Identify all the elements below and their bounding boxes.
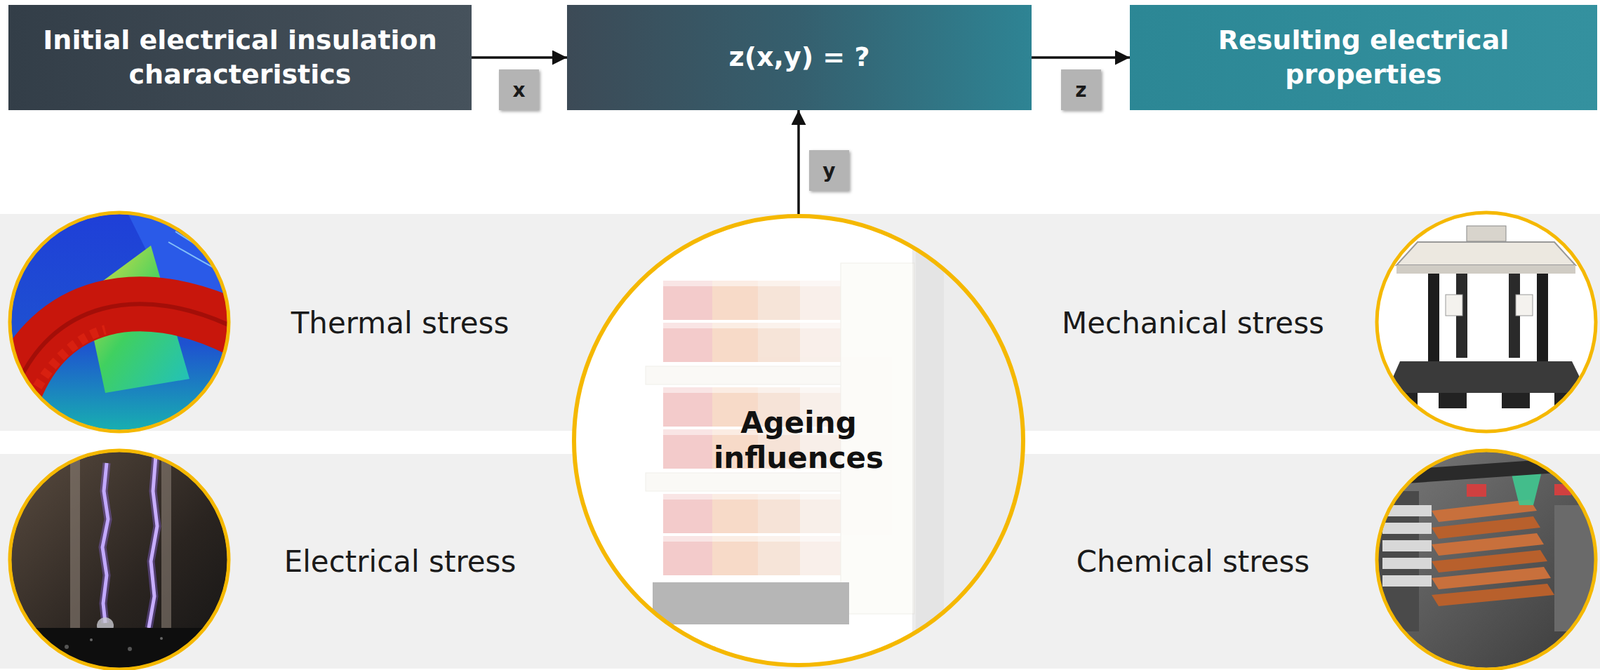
illustration-part — [1382, 575, 1432, 587]
flow-arrow — [471, 56, 568, 59]
illustration-part — [1501, 392, 1530, 409]
illustration-part — [9, 450, 229, 670]
illustration-part — [663, 322, 841, 363]
label-slot: Thermal stress — [291, 305, 510, 340]
illustration-part — [1376, 212, 1596, 432]
illustration-part — [1428, 273, 1440, 365]
process-box: z(x,y) = ? — [567, 4, 1032, 111]
illustration-part — [1396, 242, 1576, 266]
illustration-part — [1536, 273, 1549, 365]
box-title: z(x,y) = ? — [729, 40, 871, 75]
illustration-part — [127, 647, 132, 652]
illustration-part — [1515, 294, 1533, 316]
illustration-part — [912, 214, 1026, 668]
variable-name: z — [1075, 78, 1087, 102]
thermal-frame — [9, 212, 229, 432]
stress-label: Mechanical stress — [1061, 305, 1325, 340]
electrical-frame — [9, 450, 229, 670]
process-box: Initial electrical insulation characteri… — [8, 4, 472, 111]
thermal-illustration — [9, 210, 239, 432]
illustration-part — [1382, 522, 1432, 535]
illustration-part — [89, 638, 93, 642]
illustration-part — [1438, 392, 1467, 409]
illustration-part — [663, 494, 841, 534]
illustration-part — [9, 628, 229, 670]
label-slot: Mechanical stress — [1061, 305, 1325, 340]
illustration-part — [652, 582, 850, 625]
illustration-part — [645, 366, 843, 385]
illustration-part — [64, 644, 69, 650]
illustration-part — [1431, 583, 1555, 607]
illustration-part — [645, 472, 843, 492]
variable-tag: y — [809, 150, 850, 191]
mechanical-frame — [1376, 212, 1596, 432]
flow-arrow — [797, 110, 800, 215]
illustration-part — [14, 303, 239, 393]
illustration-part — [663, 387, 841, 427]
label-slot: Chemical stress — [1076, 544, 1311, 579]
process-box: Resulting electrical properties — [1129, 4, 1598, 111]
insulation-illustration — [571, 214, 1026, 668]
stress-label: Chemical stress — [1076, 544, 1311, 579]
illustration-part — [645, 214, 944, 668]
stress-label: Thermal stress — [291, 305, 510, 340]
label-slot: Electrical stress — [284, 544, 517, 579]
variable-name: y — [822, 159, 836, 183]
illustration-part — [1396, 265, 1576, 274]
flow-arrow — [1031, 56, 1130, 59]
illustration-part — [571, 214, 1026, 668]
illustration-part — [1445, 294, 1463, 316]
illustration-part — [663, 429, 841, 469]
variable-name: x — [512, 78, 525, 102]
variable-tag: x — [498, 69, 539, 111]
illustration-part — [70, 449, 80, 632]
illustration-part — [1382, 540, 1432, 552]
illustration-part — [663, 536, 841, 576]
illustration-part — [148, 456, 158, 629]
illustration-part — [1382, 557, 1432, 570]
illustration-part — [1466, 225, 1506, 242]
illustration-part — [663, 280, 841, 320]
box-title: Resulting electrical properties — [1141, 23, 1586, 93]
illustration-part — [1385, 361, 1588, 393]
box-title: Initial electrical insulation characteri… — [19, 23, 461, 93]
illustration-part — [14, 303, 239, 393]
illustration-part — [102, 463, 109, 624]
electrical-illustration — [9, 449, 229, 670]
chemical-illustration — [1376, 450, 1597, 670]
circle-border — [574, 216, 1024, 666]
illustration-part — [161, 449, 172, 632]
illustration-part — [160, 637, 163, 640]
variable-tag: z — [1061, 69, 1102, 111]
illustration-part — [21, 329, 106, 422]
illustration-part — [1376, 450, 1596, 670]
illustration-part — [102, 463, 109, 624]
mechanical-illustration — [1376, 212, 1596, 432]
illustration-part — [1466, 484, 1487, 497]
illustration-part — [148, 456, 158, 629]
illustration-part — [915, 214, 944, 668]
chemical-frame — [1376, 450, 1596, 670]
stress-label: Electrical stress — [284, 544, 517, 579]
illustration-part — [840, 263, 915, 615]
